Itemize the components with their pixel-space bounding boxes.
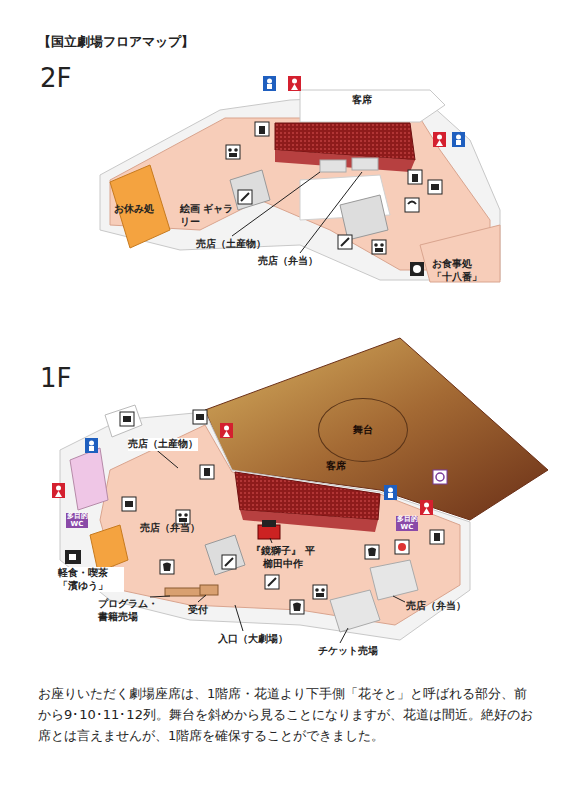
map-title: 【国立劇場フロアマップ】	[38, 34, 194, 50]
area-label: 軽食・喫茶 「濱ゆう」	[58, 567, 124, 592]
area-label: 売店（弁当）	[140, 522, 200, 535]
caption: お座りいただく劇場座席は、1階席・花道より下手側「花そと」と呼ばれる部分、前から…	[38, 684, 538, 746]
area-label: プログラム・ 書籍売場	[98, 598, 164, 623]
area-label: 絵画 ギャラリー	[180, 203, 236, 228]
stage-circle: 舞台	[318, 398, 408, 462]
accessible-wc-icon: 多目的 WC	[66, 513, 88, 528]
area-label: 客席	[326, 460, 346, 473]
area-label: 売店（弁当）	[406, 600, 466, 613]
leader-lines	[150, 172, 405, 643]
area-label: 客席	[352, 94, 372, 107]
floor-1f	[60, 338, 548, 640]
area-label: お休み処	[114, 203, 154, 216]
floor-2f	[100, 90, 500, 282]
accessible-wc-icon: 多目的 WC	[396, 516, 418, 531]
facility-icons-1f	[52, 410, 447, 614]
area-label: 入口（大劇場）	[218, 633, 288, 646]
area-label: 売店（土産物）	[196, 238, 266, 251]
floor-label: 2F	[40, 62, 72, 95]
area-label: 売店（土産物）	[128, 438, 198, 451]
area-label: チケット売場	[318, 645, 378, 658]
area-label: 売店（弁当）	[258, 255, 318, 268]
area-label: 受付	[188, 604, 208, 617]
floor-label: 1F	[40, 362, 72, 395]
area-label: お食事処 「十八番」	[432, 258, 494, 283]
exhibit-label: 『鏡獅子』 平櫛田中作	[248, 545, 318, 570]
stage-label: 舞台	[353, 423, 373, 437]
